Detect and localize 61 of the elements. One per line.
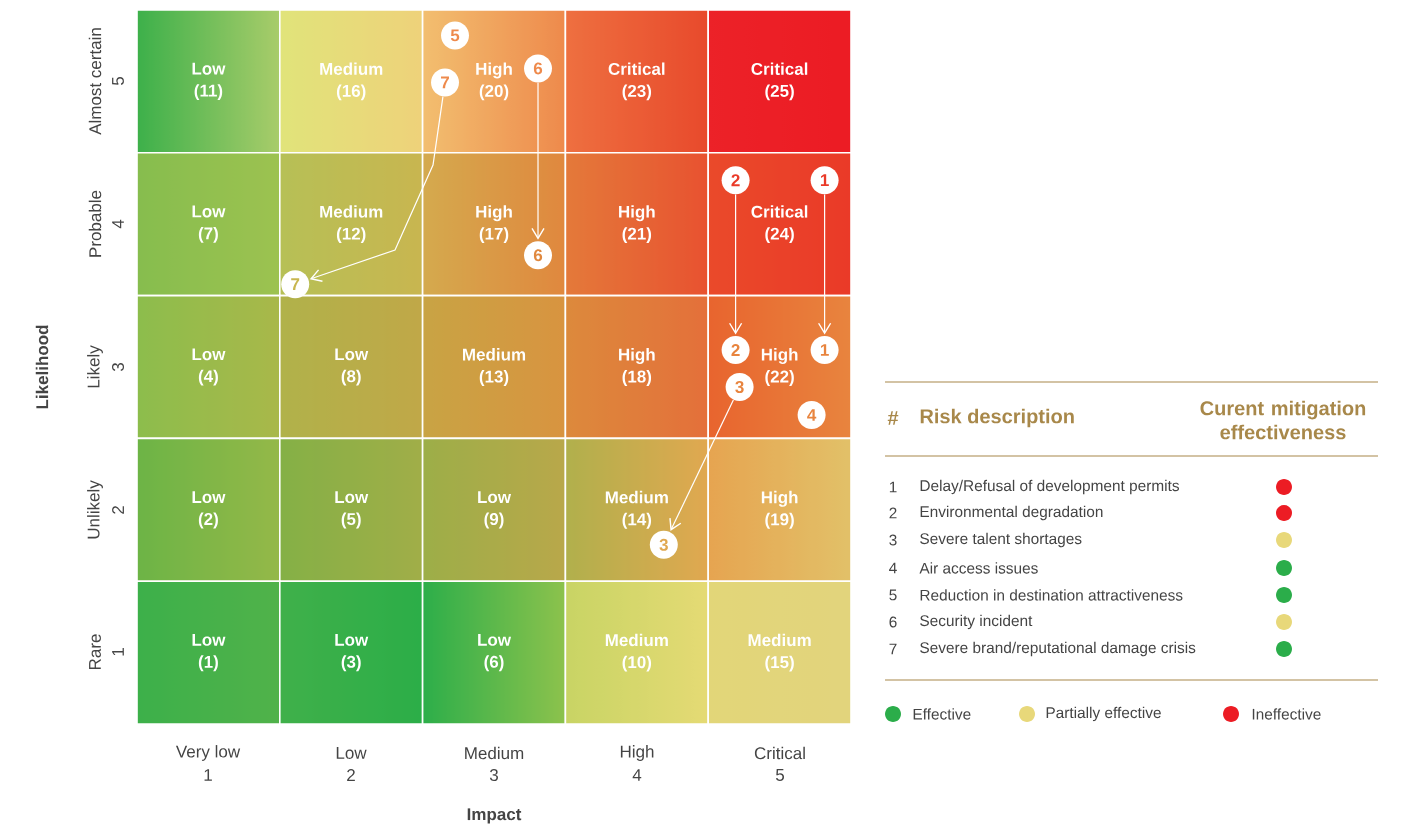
axis-label: Rare: [89, 634, 101, 670]
risk-description: Air access issues: [919, 562, 1038, 574]
legend-label: Partially effective: [1046, 706, 1161, 722]
risk-description: Security incident: [920, 614, 1033, 630]
risk-description: Environmental degradation: [920, 505, 1103, 521]
arrow: [817, 194, 832, 335]
risk-cell: Low (9): [421, 437, 567, 582]
arrow: [309, 96, 444, 282]
risk-description: Reduction in destination attractiveness: [920, 589, 1183, 601]
risk-cell: Low (5): [279, 437, 424, 582]
legend-label: Ineffective: [1252, 708, 1321, 720]
axis-label: 4: [632, 769, 642, 781]
risk-cell: Critical (25): [707, 9, 852, 154]
risk-cell: Low (2): [136, 437, 281, 582]
risk-cell: High (19): [707, 437, 852, 582]
axis-label: High: [620, 745, 654, 761]
row-number: 3: [889, 534, 897, 546]
axis-label: 5: [775, 769, 785, 781]
risk-description: Delay/Refusal of development permits: [920, 479, 1179, 495]
axis-label: Medium: [465, 746, 524, 760]
table-header: Risk description: [920, 408, 1074, 428]
arrow: [669, 399, 734, 531]
row-number: 6: [889, 616, 897, 628]
row-number: 5: [889, 589, 897, 601]
risk-cell: Low (1): [136, 580, 281, 725]
row-number: 2: [889, 507, 897, 519]
risk-cell: High (21): [564, 152, 709, 297]
risk-cell: Medium (10): [564, 580, 709, 725]
axis-label: Critical: [754, 746, 805, 760]
row-number: 4: [889, 562, 897, 574]
risk-cell: Medium (13): [421, 294, 567, 440]
axis-label: 3: [489, 769, 498, 781]
axis-label: Unlikely: [87, 480, 103, 539]
risk-description: Severe brand/reputational damage crisis: [920, 641, 1196, 657]
axis-label: Very low: [175, 745, 241, 761]
arrow: [728, 194, 743, 335]
risk-cell: Low (7): [136, 152, 281, 297]
risk-cell: Medium (16): [279, 9, 424, 154]
axis-label: Likely: [87, 345, 103, 388]
risk-description: Severe talent shortages: [920, 532, 1082, 548]
risk-cell: Low (11): [136, 9, 281, 154]
axis-title: Likelihood: [35, 325, 49, 409]
risk-cell: Low (4): [136, 294, 281, 440]
risk-cell: Medium (15): [707, 580, 852, 725]
axis-label: 2: [347, 769, 355, 781]
risk-cell: High (18): [564, 294, 709, 440]
axis-label: Low: [336, 747, 367, 759]
table-header: #: [887, 411, 899, 425]
legend-label: Effective: [913, 708, 971, 720]
arrow: [531, 82, 545, 240]
row-number: 1: [889, 481, 897, 493]
risk-cell: Low (6): [421, 580, 567, 725]
risk-cell: Low (3): [279, 580, 424, 725]
axis-label: Probable: [88, 190, 102, 257]
row-number: 7: [889, 643, 897, 655]
risk-cell: Low (8): [279, 294, 424, 440]
risk-cell: Critical (23): [564, 9, 709, 154]
axis-label: 1: [204, 769, 212, 781]
table-header: Curent mitigation effectiveness: [1200, 400, 1366, 440]
axis-title: Impact: [467, 808, 522, 824]
axis-label: Almost certain: [88, 28, 102, 135]
